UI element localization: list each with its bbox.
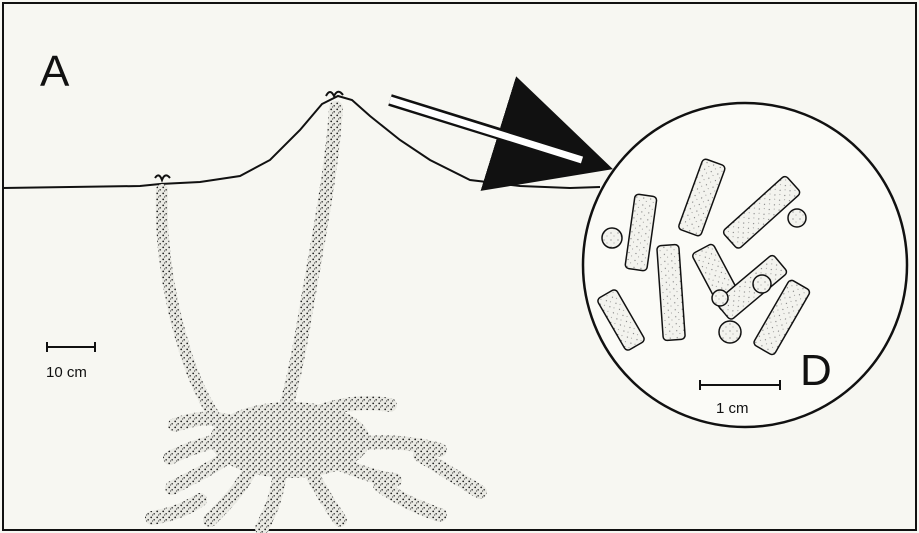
- scale-right-label: 1 cm: [716, 400, 749, 417]
- burrow-shaft-left: [162, 190, 220, 425]
- pellet-section: [719, 321, 741, 343]
- pellet-section: [712, 290, 728, 306]
- burrow-opening-left: [155, 175, 170, 180]
- magnified-view: [583, 103, 907, 427]
- pellet-section: [602, 228, 622, 248]
- pellet-section: [788, 209, 806, 227]
- scale-bar-left: [47, 342, 95, 352]
- burrow-opening-right: [326, 92, 343, 96]
- panel-a-label: A: [40, 47, 70, 96]
- scale-left-label: 10 cm: [46, 364, 87, 381]
- pellet-section: [753, 275, 771, 293]
- panel-d-label: D: [800, 346, 832, 395]
- burrow-system: [152, 92, 480, 528]
- burrow-shaft-right: [282, 108, 336, 420]
